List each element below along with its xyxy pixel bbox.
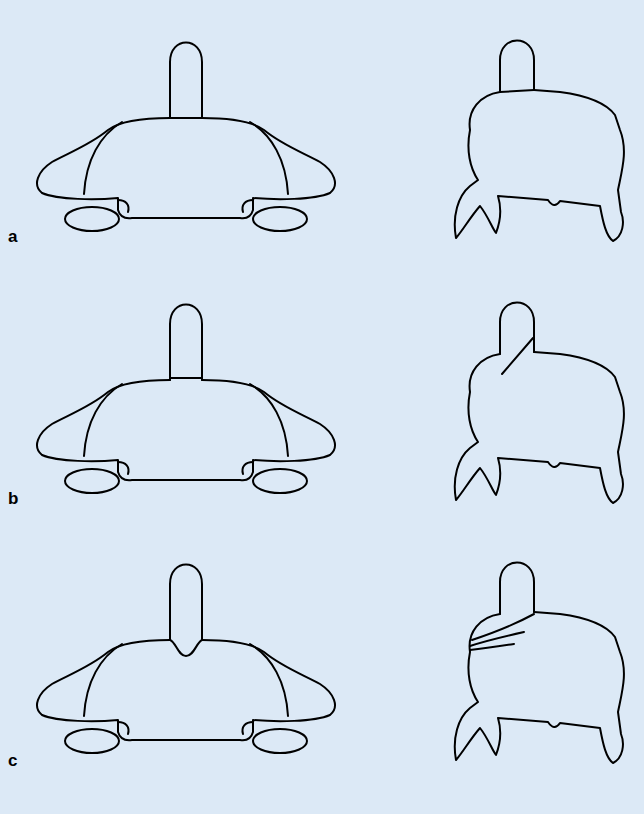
panel-letter: c bbox=[8, 752, 17, 769]
panel-letter: a bbox=[8, 228, 17, 245]
panel-letter: b bbox=[8, 490, 18, 507]
vertebra-row-c bbox=[37, 563, 624, 764]
vertebra-row-a bbox=[37, 41, 624, 242]
vertebra-row-b bbox=[37, 303, 624, 504]
